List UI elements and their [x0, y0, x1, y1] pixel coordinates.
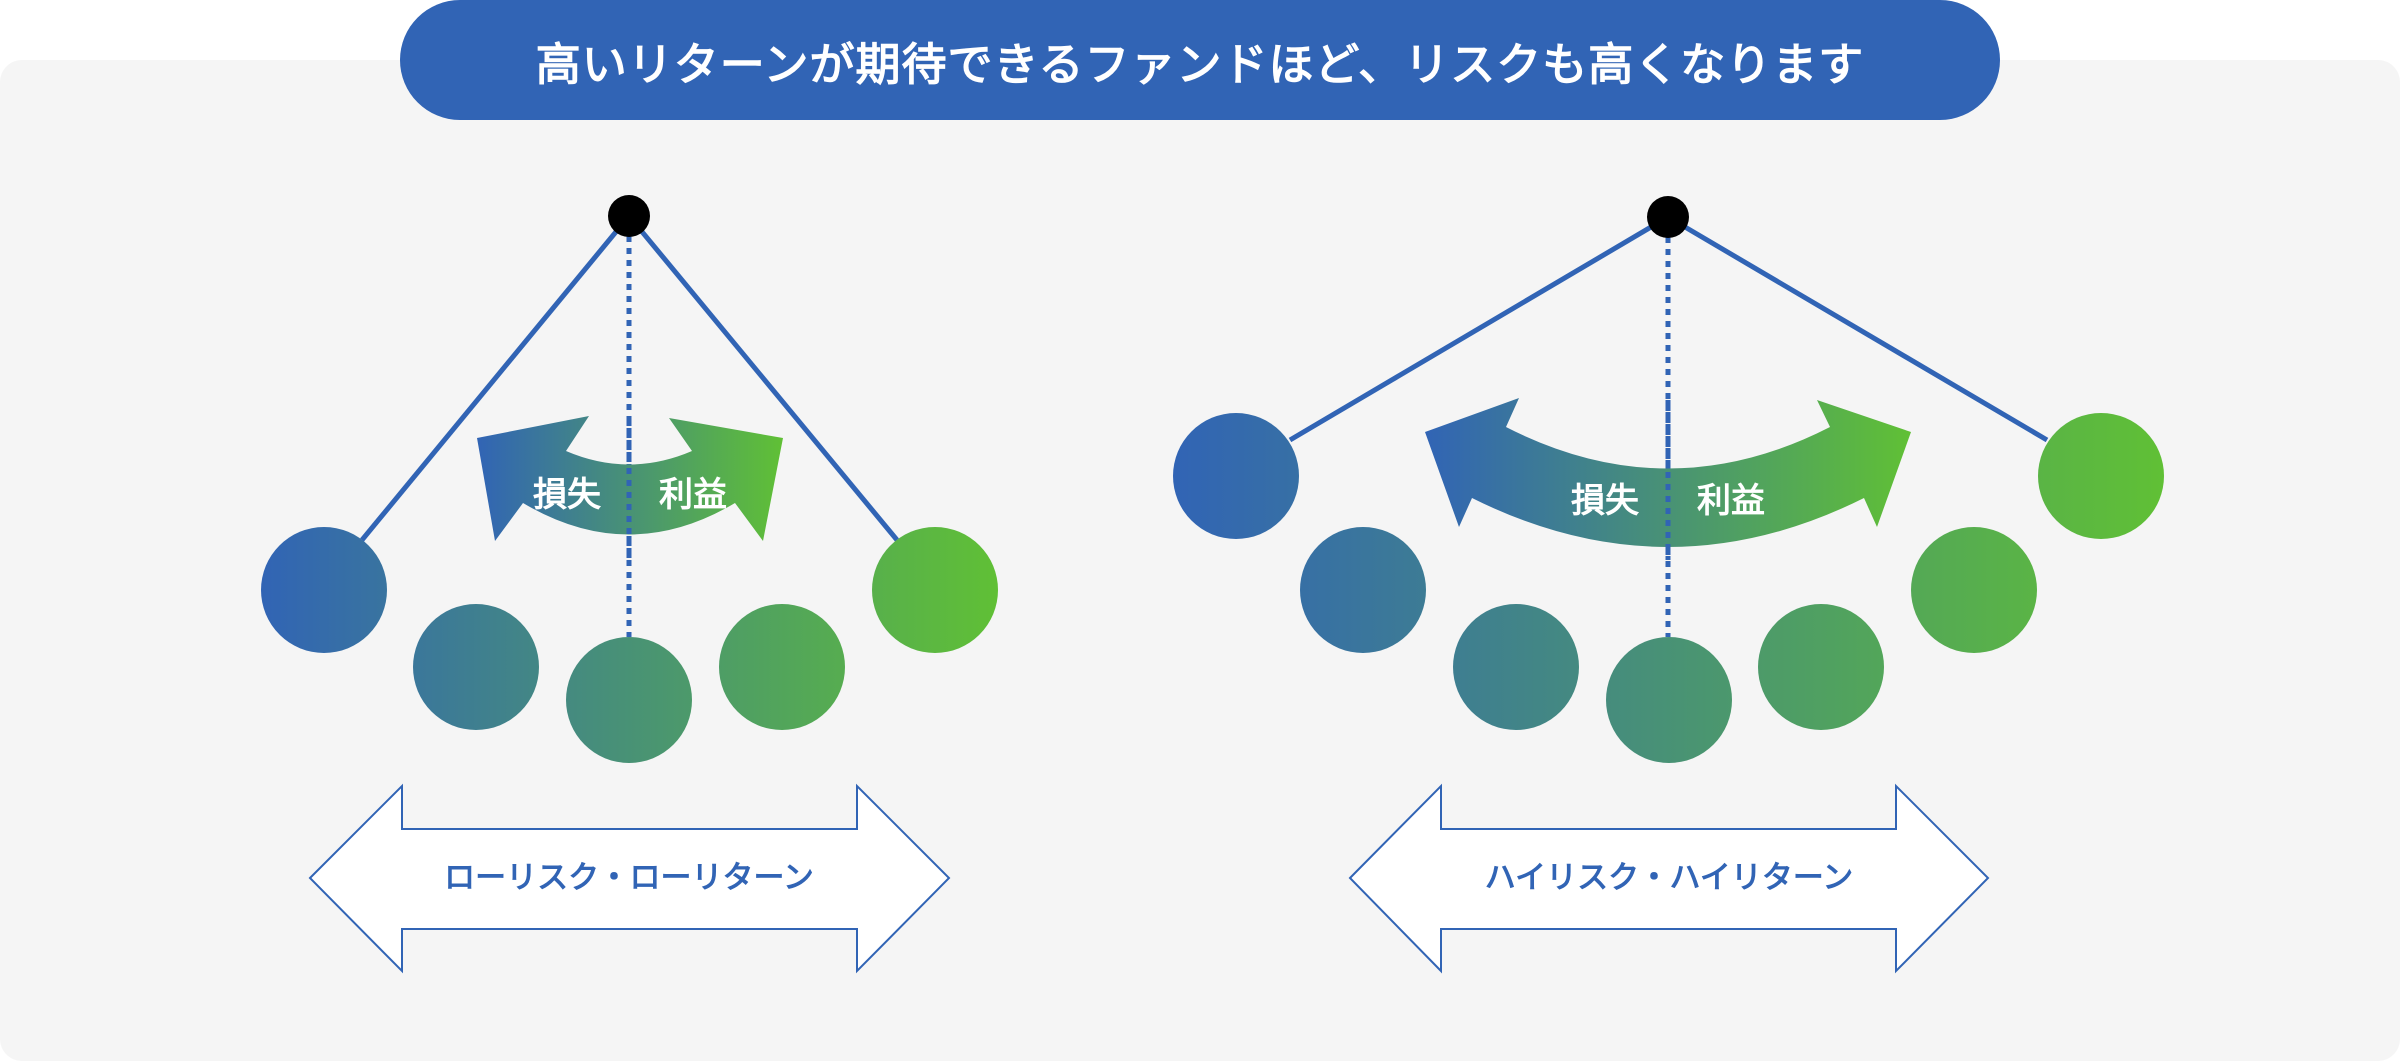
ball-1 — [1173, 413, 1299, 539]
high-risk-pendulum: 損失 利益 ハイリスク・ハイリターン — [1173, 196, 2164, 974]
high-risk-range-arrow: ハイリスク・ハイリターン — [1348, 783, 1990, 974]
ball-3 — [1453, 604, 1579, 730]
ball-5 — [1758, 604, 1884, 730]
ball-1 — [261, 527, 387, 653]
double-headed-arrow-icon — [1348, 783, 1990, 974]
title-banner: 高いリターンが期待できるファンドほど、リスクも高くなります — [400, 0, 2000, 120]
gain-label: 利益 — [659, 475, 727, 515]
low-risk-pendulum: 損失 利益 ローリスク・ローリターン — [261, 195, 998, 974]
ball-6 — [1911, 527, 2037, 653]
ball-4 — [719, 604, 845, 730]
ball-2 — [413, 604, 539, 730]
low-risk-range-arrow: ローリスク・ローリターン — [308, 783, 951, 974]
gain-label: 利益 — [1697, 481, 1765, 521]
pivot-dot-icon — [1647, 196, 1689, 238]
ball-3 — [566, 637, 692, 763]
page-title: 高いリターンが期待できるファンドほど、リスクも高くなります — [535, 37, 1865, 91]
swing-arrow: 損失 利益 — [1425, 398, 1911, 560]
curved-double-arrow-icon — [477, 416, 783, 541]
pivot-dot-icon — [608, 195, 650, 237]
ball-4 — [1606, 637, 1732, 763]
loss-label: 損失 — [1571, 481, 1640, 521]
low-risk-low-return-label: ローリスク・ローリターン — [444, 860, 814, 896]
pendulum-string-right — [1666, 214, 2049, 443]
pendulum-string-left — [360, 214, 631, 542]
ball-7 — [2038, 413, 2164, 539]
ball-2 — [1300, 527, 1426, 653]
swing-arrow: 損失 利益 — [477, 416, 783, 560]
high-risk-high-return-label: ハイリスク・ハイリターン — [1485, 860, 1854, 896]
loss-label: 損失 — [533, 475, 602, 515]
pendulum-string-right — [627, 214, 899, 542]
pendulum-string-left — [1288, 214, 1670, 443]
double-headed-arrow-icon — [308, 783, 951, 974]
ball-5 — [872, 527, 998, 653]
